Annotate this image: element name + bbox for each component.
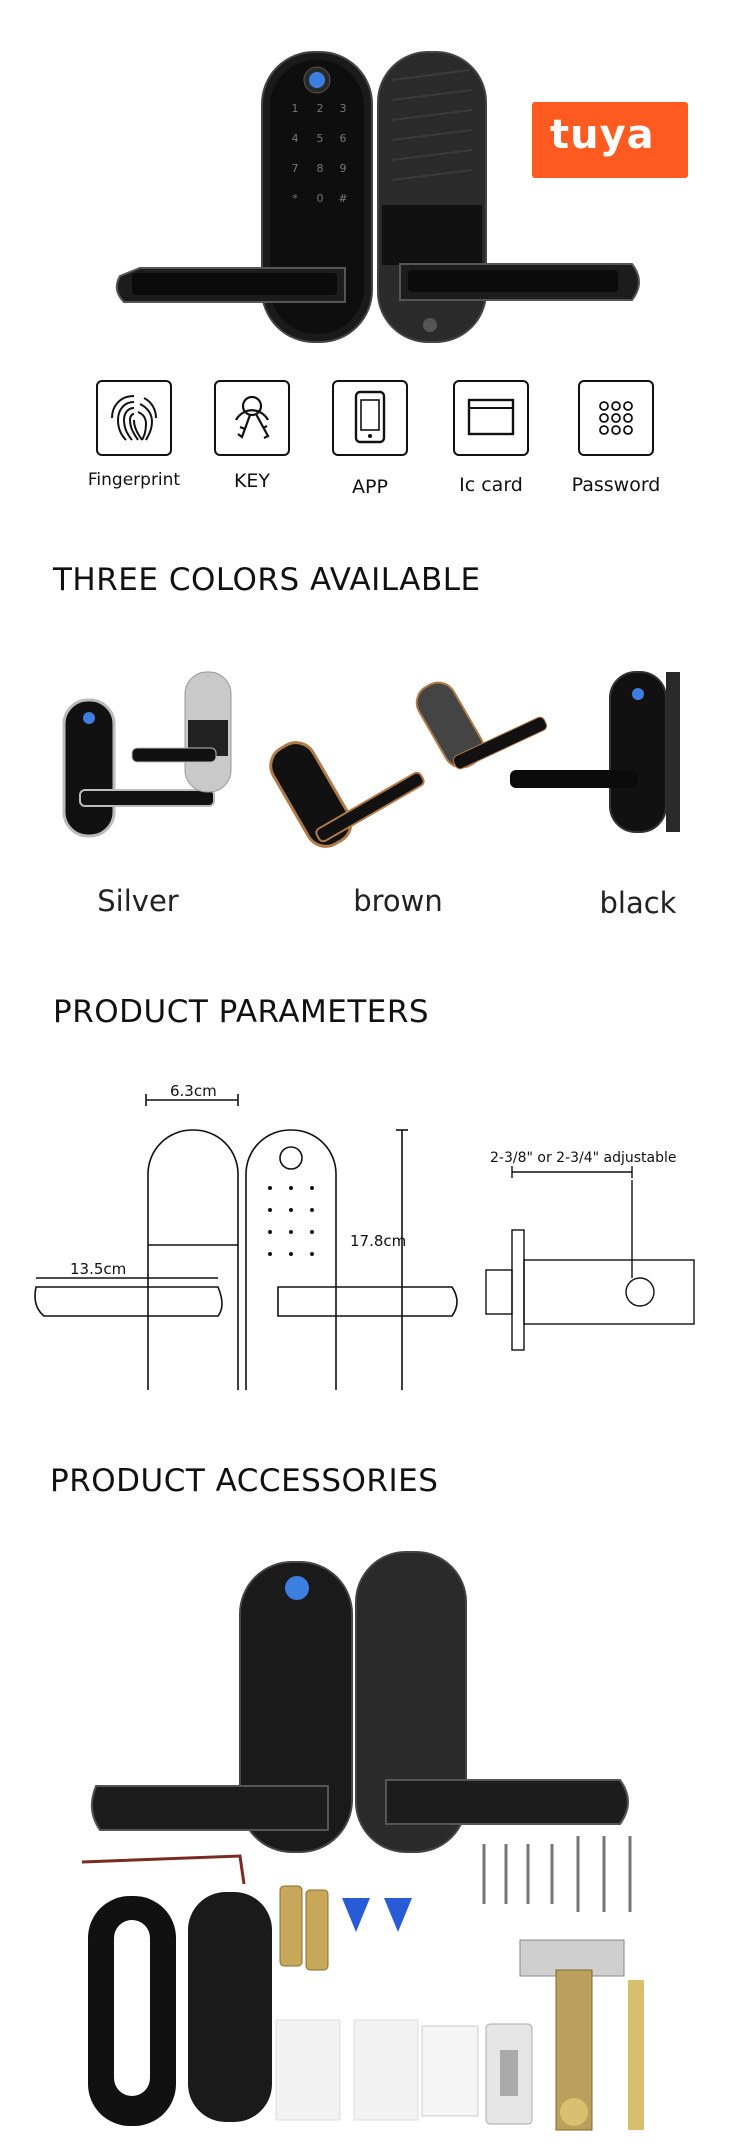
tuya-logo-text: tuya [550,112,655,158]
hero-lock-image: 1 2 3 4 5 6 7 8 9 * 0 # [115,51,640,343]
fingerprint-label: Fingerprint [87,470,181,490]
parameters-heading: PRODUCT PARAMETERS [53,994,430,1030]
app-label: APP [352,476,388,498]
svg-text:*: * [292,192,298,205]
color-label-silver: Silver [97,884,179,918]
password-label: Password [571,474,661,496]
ic-card-feature [453,380,529,456]
height-dimension: 17.8cm [350,1232,407,1250]
keypad-icon [599,401,633,435]
black-lock [510,671,680,833]
phone-icon [354,390,386,444]
silver-lock [62,671,232,838]
svg-text:0: 0 [317,192,324,205]
svg-text:#: # [338,192,347,205]
key-feature [214,380,290,456]
password-feature [578,380,654,456]
svg-text:3: 3 [340,102,347,115]
svg-text:7: 7 [292,162,299,175]
brown-lock [269,681,548,848]
dimensions-drawing [34,1094,695,1390]
color-label-brown: brown [353,884,443,918]
tuya-logo: tuya [532,102,688,178]
svg-text:9: 9 [340,162,347,175]
accessories-heading: PRODUCT ACCESSORIES [50,1463,439,1499]
svg-text:4: 4 [292,132,299,145]
key-icon [235,395,270,439]
colors-heading: THREE COLORS AVAILABLE [53,562,481,598]
svg-text:6: 6 [340,132,347,145]
color-variants-image [62,671,680,848]
svg-text:5: 5 [317,132,324,145]
svg-text:1: 1 [292,102,299,115]
fingerprint-feature [96,380,172,456]
svg-text:2: 2 [317,102,324,115]
latch-adjustable-note: 2-3/8" or 2-3/4" adjustable [490,1150,677,1166]
key-label: KEY [233,470,271,492]
app-feature [332,380,408,456]
handle-length-dimension: 13.5cm [70,1260,127,1278]
color-label-black: black [599,886,677,920]
fingerprint-icon [111,395,157,441]
accessories-image [81,1551,644,2131]
width-dimension: 6.3cm [170,1082,217,1100]
card-icon [467,398,515,436]
ic-card-label: Ic card [459,474,523,496]
svg-text:8: 8 [317,162,324,175]
